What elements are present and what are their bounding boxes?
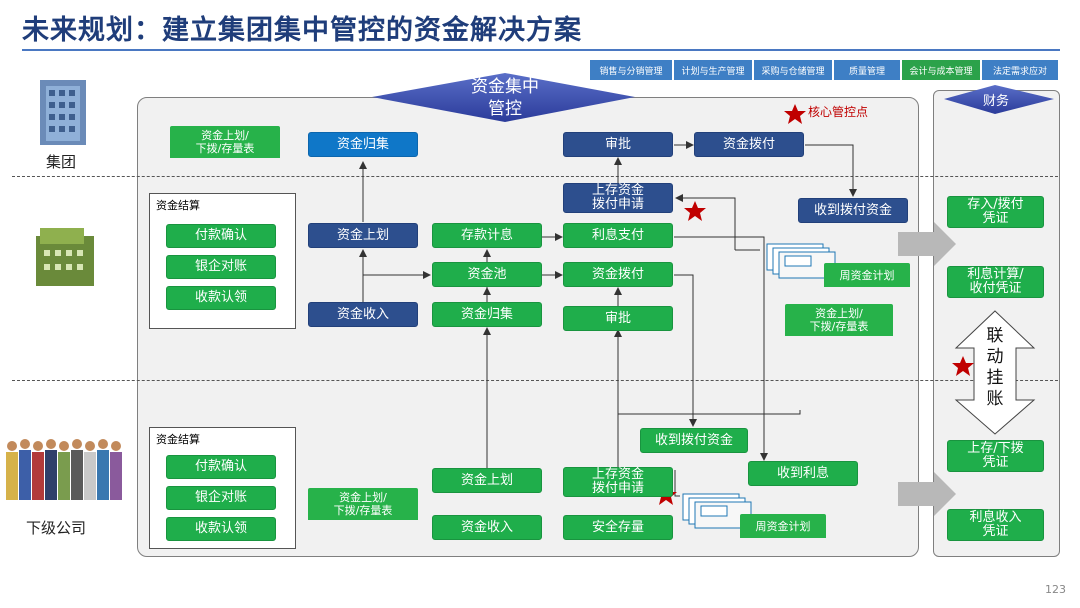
box-up-transfer-low[interactable]: 资金上划 — [432, 468, 542, 493]
settle-bank-recon-top[interactable]: 银企对账 — [166, 255, 276, 279]
box-fund-income-low[interactable]: 资金收入 — [432, 515, 542, 540]
star-legend — [784, 104, 806, 124]
entity-group-label: 集团 — [46, 153, 77, 171]
box-upper-deposit-request[interactable]: 上存资金 拨付申请 — [563, 183, 673, 213]
settle-bank-recon-bottom[interactable]: 银企对账 — [166, 486, 276, 510]
branch-building-icon — [36, 228, 94, 286]
box-approve-mid[interactable]: 审批 — [563, 306, 673, 331]
page-number: 123 — [1045, 583, 1066, 596]
divider-bottom — [12, 380, 1058, 381]
settlement-title-top: 资金结算 — [156, 199, 200, 212]
building-icon-group — [40, 80, 86, 145]
title-underline — [22, 49, 1060, 51]
box-receive-disbursed-low[interactable]: 收到拨付资金 — [640, 428, 748, 453]
box-interest-voucher[interactable]: 利息计算/ 收付凭证 — [947, 266, 1044, 298]
note-weekly-plan-2: 周资金计划 — [740, 514, 826, 538]
box-deposit-voucher[interactable]: 存入/拨付 凭证 — [947, 196, 1044, 228]
linked-arrow — [954, 310, 1036, 435]
gray-arrow-1 — [898, 222, 956, 266]
box-gather-top[interactable]: 资金归集 — [308, 132, 418, 157]
box-deposit-interest[interactable]: 存款计息 — [432, 223, 542, 248]
page-title: 未来规划：建立集团集中管控的资金解决方案 — [22, 15, 582, 46]
divider-top — [12, 176, 1058, 177]
box-upper-voucher[interactable]: 上存/下拨 凭证 — [947, 440, 1044, 472]
settlement-title-bottom: 资金结算 — [156, 433, 200, 446]
tab-accounting[interactable]: 会计与成本管理 — [902, 60, 980, 80]
legend-label: 核心管控点 — [808, 105, 869, 119]
box-receive-interest[interactable]: 收到利息 — [748, 461, 858, 486]
box-safe-deposit[interactable]: 安全存量 — [563, 515, 673, 540]
box-gather-mid[interactable]: 资金归集 — [432, 302, 542, 327]
gray-arrow-2 — [898, 472, 956, 516]
finance-diamond — [944, 85, 1054, 114]
tab-planning[interactable]: 计划与生产管理 — [674, 60, 752, 80]
box-upper-deposit-request-low[interactable]: 上存资金 拨付申请 — [563, 467, 673, 497]
people-icon-group — [6, 439, 122, 500]
note-weekly-plan-1: 周资金计划 — [824, 263, 910, 287]
tab-quality[interactable]: 质量管理 — [834, 60, 900, 80]
tab-procurement[interactable]: 采购与仓储管理 — [754, 60, 832, 80]
note-transfer-mid: 资金上划/ 下拨/存量表 — [785, 304, 893, 336]
note-transfer-top: 资金上划/ 下拨/存量表 — [170, 126, 280, 158]
linked-label: 联 动 挂 账 — [986, 326, 1004, 409]
settle-pay-confirm-bottom[interactable]: 付款确认 — [166, 455, 276, 479]
tab-legal[interactable]: 法定需求应对 — [982, 60, 1058, 80]
center-diamond — [372, 73, 635, 122]
doc-stack-2 — [682, 493, 752, 529]
box-interest-payment[interactable]: 利息支付 — [563, 223, 673, 248]
settle-receipt-claim-top[interactable]: 收款认领 — [166, 286, 276, 310]
box-fund-income-mid[interactable]: 资金收入 — [308, 302, 418, 327]
star-upper-deposit — [684, 201, 706, 221]
settle-receipt-claim-bottom[interactable]: 收款认领 — [166, 517, 276, 541]
box-receive-disbursed-fund[interactable]: 收到拨付资金 — [798, 198, 908, 223]
box-disburse-top[interactable]: 资金拨付 — [694, 132, 804, 157]
tab-sales[interactable]: 销售与分销管理 — [590, 60, 672, 80]
box-up-transfer-mid[interactable]: 资金上划 — [308, 223, 418, 248]
star-linked — [952, 356, 974, 376]
finance-label: 财务 — [982, 94, 1009, 109]
note-transfer-low: 资金上划/ 下拨/存量表 — [308, 488, 418, 520]
settle-pay-confirm-top[interactable]: 付款确认 — [166, 224, 276, 248]
box-approve-top[interactable]: 审批 — [563, 132, 673, 157]
entity-sub-label: 下级公司 — [26, 519, 87, 537]
box-fund-pool[interactable]: 资金池 — [432, 262, 542, 287]
box-fund-disburse-mid[interactable]: 资金拨付 — [563, 262, 673, 287]
box-interest-income-voucher[interactable]: 利息收入 凭证 — [947, 509, 1044, 541]
center-label: 资金集中 管控 — [471, 77, 539, 119]
